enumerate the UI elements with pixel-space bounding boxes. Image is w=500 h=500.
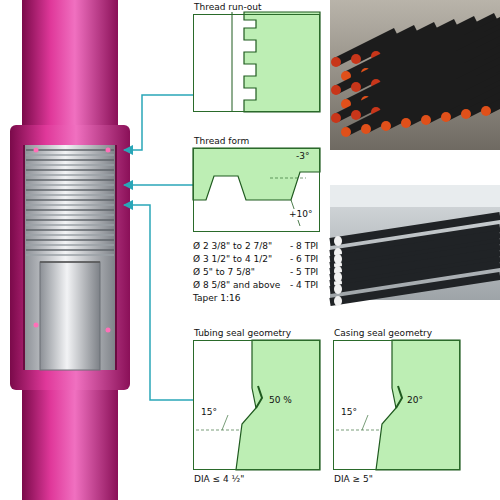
thread-form-drawing bbox=[193, 148, 320, 226]
pipe-cap bbox=[401, 118, 411, 128]
pipe-end bbox=[334, 296, 342, 306]
pipe-cap bbox=[341, 127, 351, 137]
pipe-cap bbox=[331, 113, 341, 123]
dimension-label: 50 % bbox=[268, 395, 293, 406]
thread-line bbox=[26, 164, 114, 165]
pipe-end bbox=[334, 236, 342, 246]
thread-spec: - 8 TPI bbox=[290, 241, 318, 252]
panel-heading: Thread form bbox=[194, 136, 249, 147]
pipe-cap bbox=[361, 124, 371, 134]
thread-spec: - 6 TPI bbox=[290, 254, 318, 265]
thread-line bbox=[26, 149, 114, 150]
pipe-cap bbox=[331, 57, 341, 67]
pipe-end bbox=[334, 284, 342, 294]
dimension-label: 15° bbox=[200, 407, 218, 418]
thread-spec: Ø 8 5/8" and above bbox=[193, 280, 280, 291]
dimension-label: +10° bbox=[288, 209, 314, 220]
thread-line bbox=[26, 229, 114, 230]
thread-line bbox=[26, 189, 114, 190]
pipe-cap bbox=[481, 106, 491, 116]
thread-line bbox=[26, 179, 114, 180]
thread-line bbox=[26, 169, 114, 170]
thread-line bbox=[26, 184, 114, 185]
thread-line bbox=[26, 244, 114, 245]
pipe-cap bbox=[331, 85, 341, 95]
thread-spec: - 4 TPI bbox=[290, 280, 318, 291]
thread-line bbox=[26, 204, 114, 205]
thread-line bbox=[26, 224, 114, 225]
tubing-seal-drawing bbox=[196, 340, 320, 470]
pipe-cap bbox=[351, 54, 361, 64]
pipe-end bbox=[334, 254, 342, 264]
taper-note: Taper 1:16 bbox=[193, 293, 241, 304]
pipe-cap bbox=[461, 109, 471, 119]
pipe-cap bbox=[351, 82, 361, 92]
casing-seal-drawing bbox=[336, 340, 460, 470]
detail-panel: Thread form-3°+10° bbox=[193, 148, 320, 232]
dimension-label: -3° bbox=[295, 151, 310, 162]
detail-panel: Casing seal geometry15°20°DIA ≥ 5" bbox=[333, 340, 460, 470]
pipe-cap bbox=[441, 112, 451, 122]
run-out-drawing bbox=[232, 12, 320, 112]
thread-line bbox=[26, 174, 114, 175]
thread-line bbox=[26, 239, 114, 240]
pipe-cap bbox=[421, 115, 431, 125]
thread-spec: - 5 TPI bbox=[290, 267, 318, 278]
thread-line bbox=[26, 154, 114, 155]
thread-line bbox=[26, 209, 114, 210]
pipe-stack-photo bbox=[330, 0, 500, 150]
thread-line bbox=[26, 194, 114, 195]
pipe-drawing bbox=[10, 0, 130, 500]
dimension-label: DIA ≤ 4 ½" bbox=[194, 474, 244, 485]
thread-spec: Ø 5" to 7 5/8" bbox=[193, 267, 255, 278]
dimension-label: DIA ≥ 5" bbox=[334, 474, 373, 485]
leader-lines bbox=[124, 95, 193, 400]
panel-heading: Tubing seal geometry bbox=[194, 328, 291, 339]
thread-line bbox=[26, 234, 114, 235]
thread-spec: Ø 2 3/8" to 2 7/8" bbox=[193, 241, 272, 252]
dimension-label: 20° bbox=[406, 395, 424, 406]
thread-line bbox=[26, 219, 114, 220]
thread-line bbox=[26, 199, 114, 200]
dimension-label: 15° bbox=[340, 407, 358, 418]
panel-heading: Casing seal geometry bbox=[334, 328, 432, 339]
thread-line bbox=[26, 159, 114, 160]
pipe-body bbox=[330, 276, 500, 302]
detail-panel: Thread run-out bbox=[193, 14, 320, 112]
pipe-end bbox=[334, 272, 342, 282]
pipe-cap bbox=[381, 121, 391, 131]
warehouse-photo bbox=[330, 185, 500, 306]
panel-heading: Thread run-out bbox=[194, 2, 262, 13]
thread-line bbox=[26, 254, 114, 255]
thread-line bbox=[26, 214, 114, 215]
pipe-cap bbox=[351, 110, 361, 120]
detail-panel: Tubing seal geometry15°50 %DIA ≤ 4 ½" bbox=[193, 340, 320, 470]
thread-spec: Ø 3 1/2" to 4 1/2" bbox=[193, 254, 272, 265]
thread-line bbox=[26, 249, 114, 250]
